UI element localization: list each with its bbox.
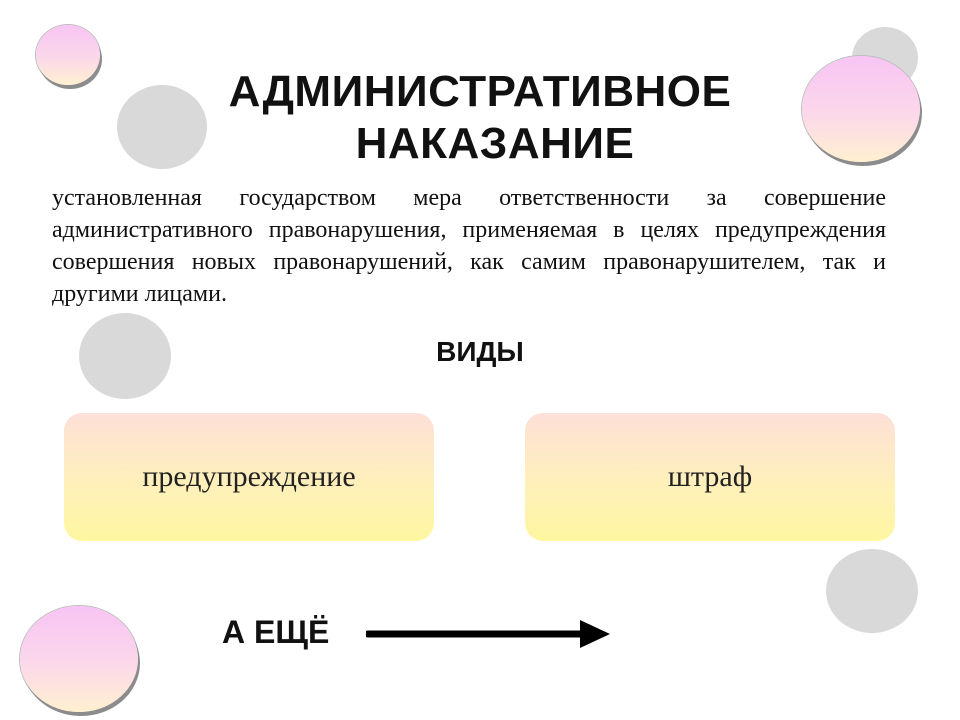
- decorative-gray-circle: [117, 85, 207, 169]
- slide-title-line-1: АДМИНИСТРАТИВНОЕ: [228, 67, 732, 116]
- kind-card-fine[interactable]: штраф: [525, 413, 895, 541]
- more-label[interactable]: А ЕЩЁ: [222, 614, 330, 650]
- kind-card-label: предупреждение: [142, 460, 356, 493]
- decorative-gray-circle: [79, 313, 171, 399]
- slide-title-line-2: НАКАЗАНИЕ: [355, 119, 635, 168]
- decorative-pink-circle: [802, 56, 920, 162]
- slide-title: АДМИНИСТРАТИВНОЕ НАКАЗАНИЕ: [200, 66, 760, 170]
- kinds-heading: ВИДЫ: [436, 336, 524, 367]
- definition-text: установленная государством мера ответств…: [52, 185, 886, 307]
- arrow-right-icon[interactable]: [366, 616, 614, 652]
- kind-card-label: штраф: [667, 460, 753, 493]
- kind-card-warning[interactable]: предупреждение: [64, 413, 434, 541]
- decorative-pink-circle: [20, 606, 138, 712]
- decorative-gray-circle: [826, 549, 918, 633]
- decorative-pink-circle: [36, 25, 100, 85]
